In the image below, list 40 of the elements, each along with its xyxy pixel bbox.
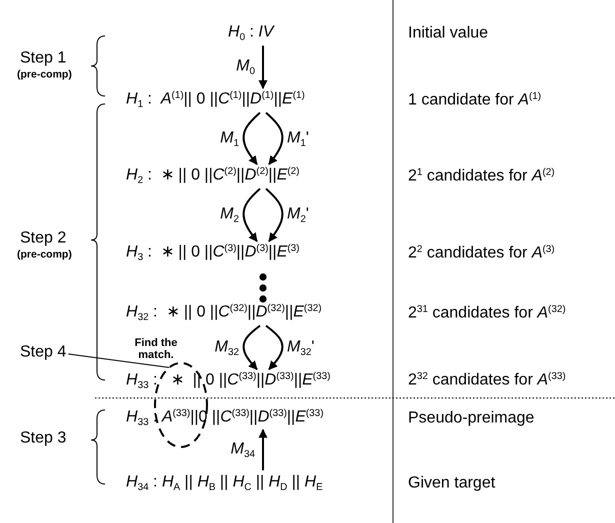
edge-label: M$_{2}$' (287, 204, 309, 226)
step-note: (pre-comp) (17, 68, 72, 82)
edge-label: M$_{1}$ (220, 128, 239, 150)
row-description: 2$^{2}$ candidates for A$^{(3)}$ (408, 243, 555, 263)
callout-note: Find the match. (134, 337, 178, 362)
hash-state: H$_{3}$ : ∗ || 0 ||C$^{(3)}$||D$^{(3)}$||E$^{(3)}$ (126, 242, 300, 264)
row-description: 1 candidate for A$^{(1)}$ (408, 90, 542, 110)
edge-label: M$_{0}$ (236, 56, 255, 78)
step-label: Step 1 (20, 48, 66, 68)
hash-state: H$_{1}$ : A$^{(1)}$|| 0 ||C$^{(1)}$||D$^{(1)}$||E$^{(1)}$ (126, 89, 305, 111)
row-description: 2$^{32}$ candidates for A$^{(33)}$ (408, 370, 566, 390)
step-label: Step 4 (20, 342, 66, 362)
row-description: 2$^{1}$ candidates for A$^{(2)}$ (408, 166, 555, 186)
hash-state: H$_{32}$ : ∗ || 0 ||C$^{(32)}$||D$^{(32)}$||E$^{(32)}$ (126, 302, 322, 324)
arrow (265, 112, 284, 166)
arrow (258, 428, 268, 470)
step-note: (pre-comp) (17, 248, 72, 262)
edge-label: M$_{2}$ (220, 204, 239, 226)
hash-state: H$_{0}$ : IV (228, 22, 274, 44)
arrow (242, 112, 261, 166)
arrow (242, 188, 261, 242)
dashed-circle (154, 362, 208, 448)
step-label: Step 2 (20, 228, 66, 248)
row-description: Initial value (408, 23, 488, 43)
arrow (265, 324, 284, 370)
edge-label: M$_{32}$ (214, 336, 239, 358)
hash-state: H$_{2}$ : ∗ || 0 ||C$^{(2)}$||D$^{(2)}$||E$^{(2)}$ (126, 165, 300, 187)
arrow (258, 46, 268, 90)
arrow (265, 188, 284, 242)
leader-line (68, 354, 170, 368)
edge-label: M$_{1}$' (287, 128, 309, 150)
row-description: 2$^{31}$ candidates for A$^{(32)}$ (408, 303, 566, 323)
edge-label: M$_{32}$' (287, 336, 314, 358)
hash-state: H$_{34}$ : H$_{A}$ || H$_{B}$ || H$_{C}$ || H$_{D}$ || H$_{E}$ (126, 472, 323, 494)
edge-label: M$_{34}$ (230, 439, 255, 461)
row-description: Given target (408, 473, 496, 493)
step-label: Step 3 (20, 428, 66, 448)
hash-state: H$_{33}$ : A$^{(33)}$||0 ||C$^{(33)}$||D$^{(33)}$||E$^{(33)}$ (126, 407, 324, 429)
row-description: Pseudo-preimage (408, 408, 534, 428)
arrow (242, 324, 261, 370)
